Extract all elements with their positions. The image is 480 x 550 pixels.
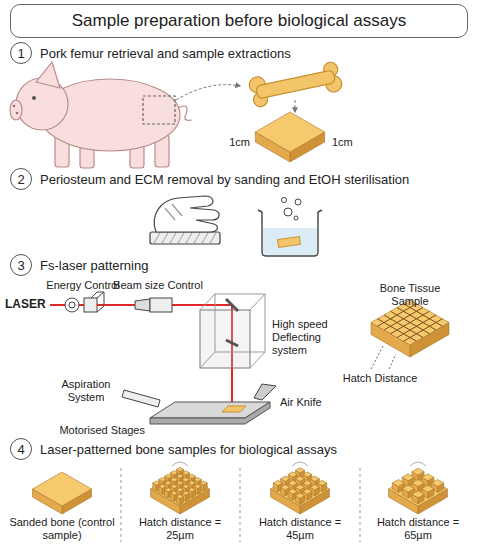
step-title: Laser-patterned bone samples for biologi… [40,442,337,457]
step-title: Pork femur retrieval and sample extracti… [40,46,291,61]
beaker-icon [258,198,322,257]
step-number: 4 [10,438,32,460]
femur-bone [248,60,343,109]
dimension: 1cm [332,136,364,149]
section-heading: 1 Pork femur retrieval and sample extract… [10,42,291,64]
part-name: Beam size Control [108,279,208,292]
dashed-arrow [176,85,240,100]
part-name: Bone Tissue Sample [360,282,460,308]
title-box: Sample preparation before biological ass… [10,4,468,38]
part-name: Aspiration System [52,378,120,404]
section-heading: 4 Laser-patterned bone samples for biolog… [10,438,337,460]
bone-tissue-sample [371,300,449,357]
pig-drawing [10,62,192,168]
part-name: Air Knife [280,396,340,409]
sandpaper-hatching [154,233,216,243]
section-heading: 3 Fs-laser patterning [10,254,148,276]
part-name: Hatch Distance [338,372,422,385]
bone-sample [255,112,324,162]
part-name: Motorised Stages [30,424,145,437]
step-number: 3 [10,254,32,276]
step-number: 1 [10,42,32,64]
step-title: Periosteum and ECM removal by sanding an… [40,172,409,187]
dimension: 1cm [218,136,250,149]
sample-caption: Hatch distance = 45µm [245,516,355,542]
dashed-arrow [295,100,296,112]
section-heading: 2 Periosteum and ECM removal by sanding a… [10,168,409,190]
sample-caption: Hatch distance = 25µm [125,516,235,542]
step-title: Fs-laser patterning [40,258,148,273]
part-name: LASER [5,297,49,311]
laser-setup [50,292,396,424]
part-name: High speed Deflecting system [272,318,358,358]
step-number: 2 [10,168,32,190]
title: Sample preparation before biological ass… [72,11,407,31]
separator-lines [121,468,360,542]
sample-caption: Hatch distance = 65µm [363,516,473,542]
sample-caption: Sanded bone (control sample) [7,516,117,542]
sanding-hand-icon [150,196,220,244]
patterned-samples [33,462,448,514]
